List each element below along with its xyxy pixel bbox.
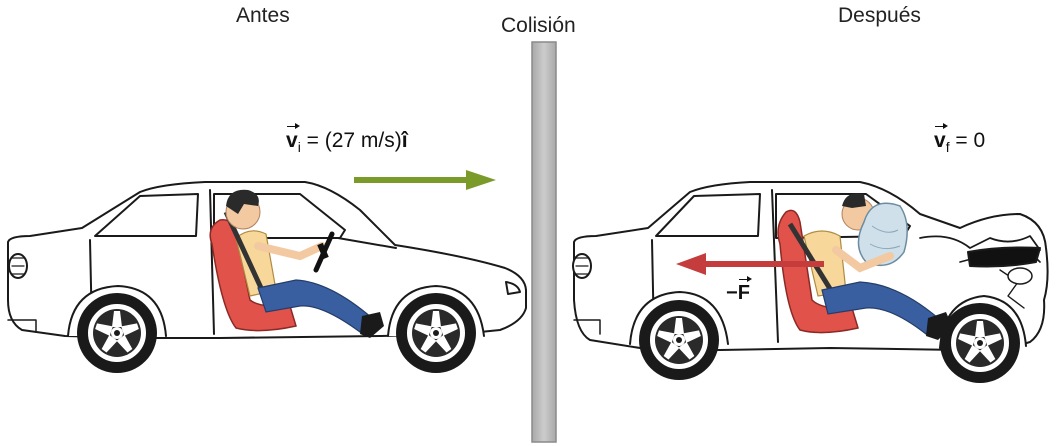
- final-subscript: f: [945, 139, 950, 155]
- initial-velocity-equation: vi = (27 m/s)î: [286, 123, 408, 155]
- initial-subscript: i: [297, 139, 301, 155]
- collision-wall: [531, 41, 557, 443]
- after-label: Después: [838, 4, 921, 27]
- velocity-vector-symbol: v: [934, 123, 948, 152]
- final-velocity-value: = 0: [949, 129, 986, 152]
- force-label: −F: [726, 276, 753, 305]
- force-vector-symbol: F: [737, 276, 753, 304]
- force-sign: −: [726, 282, 738, 304]
- driver-after-icon: [777, 193, 952, 340]
- unit-vector-i: î: [401, 129, 408, 152]
- airbag-icon: [857, 202, 908, 267]
- before-label: Antes: [236, 4, 290, 27]
- wheel-icon: [76, 292, 158, 374]
- force-arrow-icon: [676, 253, 824, 275]
- velocity-vector-symbol: v: [286, 123, 300, 152]
- wheel-icon: [638, 299, 720, 381]
- collision-label: Colisión: [501, 14, 576, 37]
- wheel-icon: [395, 292, 477, 374]
- velocity-arrow-icon: [354, 170, 496, 190]
- driver-before-icon: [209, 189, 384, 338]
- wheel-icon: [939, 302, 1021, 384]
- final-velocity-equation: vf = 0: [934, 123, 986, 155]
- steering-wheel-icon: [313, 231, 335, 273]
- initial-velocity-value: = (27 m/s): [300, 129, 402, 152]
